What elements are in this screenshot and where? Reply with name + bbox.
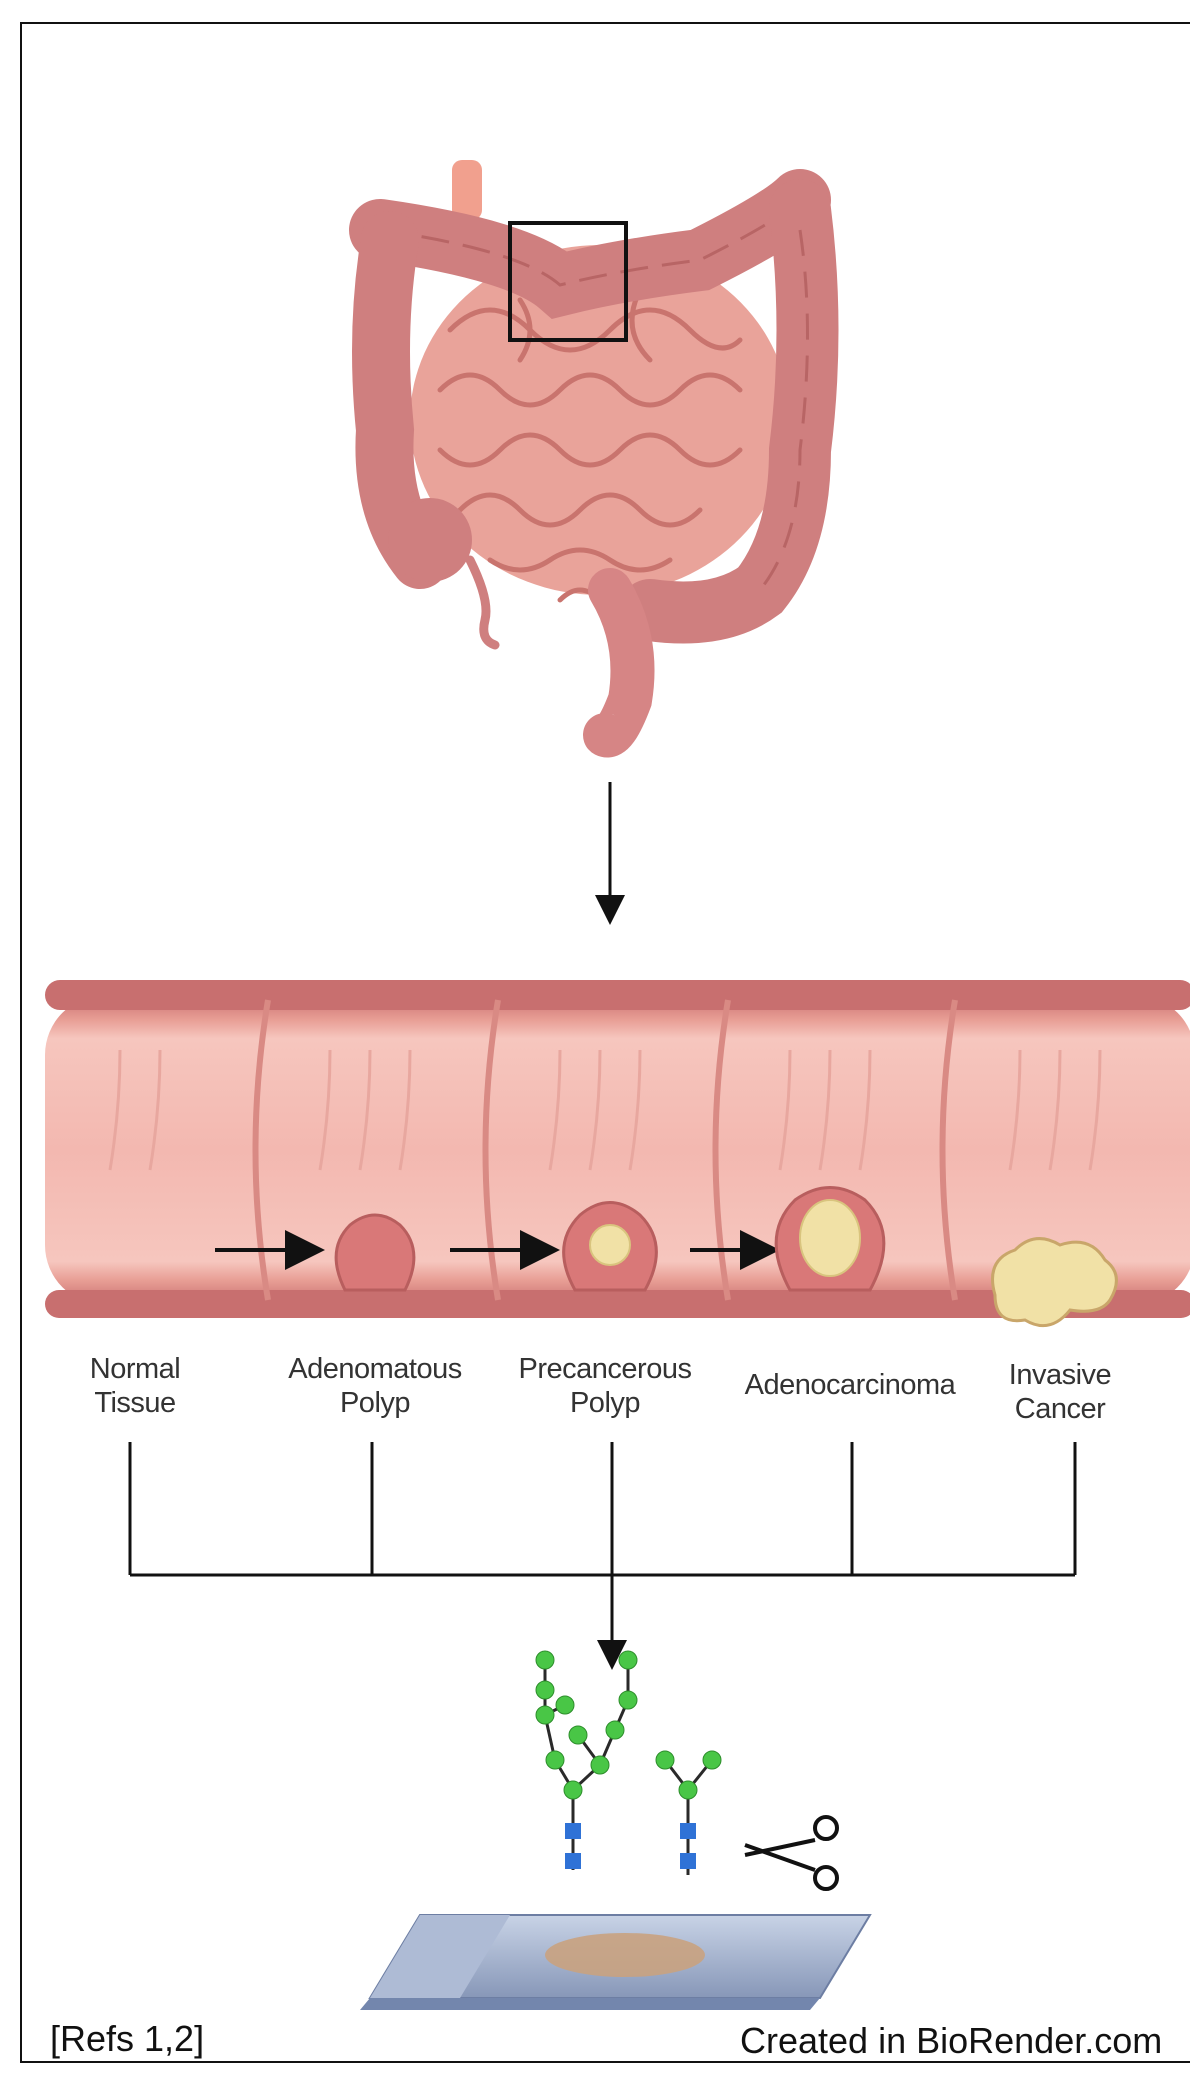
large-intestine-icon xyxy=(380,160,808,736)
biorender-credit: Created in BioRender.com xyxy=(740,2020,1162,2062)
glycan-icon xyxy=(536,1651,721,1875)
stage-label-invasive: Invasive Cancer xyxy=(990,1358,1130,1426)
colon-section-strip xyxy=(45,980,1190,1326)
stage-label-adenocarcinoma: Adenocarcinoma xyxy=(725,1368,975,1402)
scissors-icon xyxy=(745,1817,837,1889)
stage-label-adenomatous: Adenomatous Polyp xyxy=(270,1352,480,1420)
microscope-slide-icon xyxy=(360,1915,870,2010)
references-text: [Refs 1,2] xyxy=(50,2018,204,2060)
stage-label-precancerous: Precancerous Polyp xyxy=(500,1352,710,1420)
stage-bracket xyxy=(130,1442,1075,1575)
stage-label-normal: Normal Tissue xyxy=(70,1352,200,1420)
